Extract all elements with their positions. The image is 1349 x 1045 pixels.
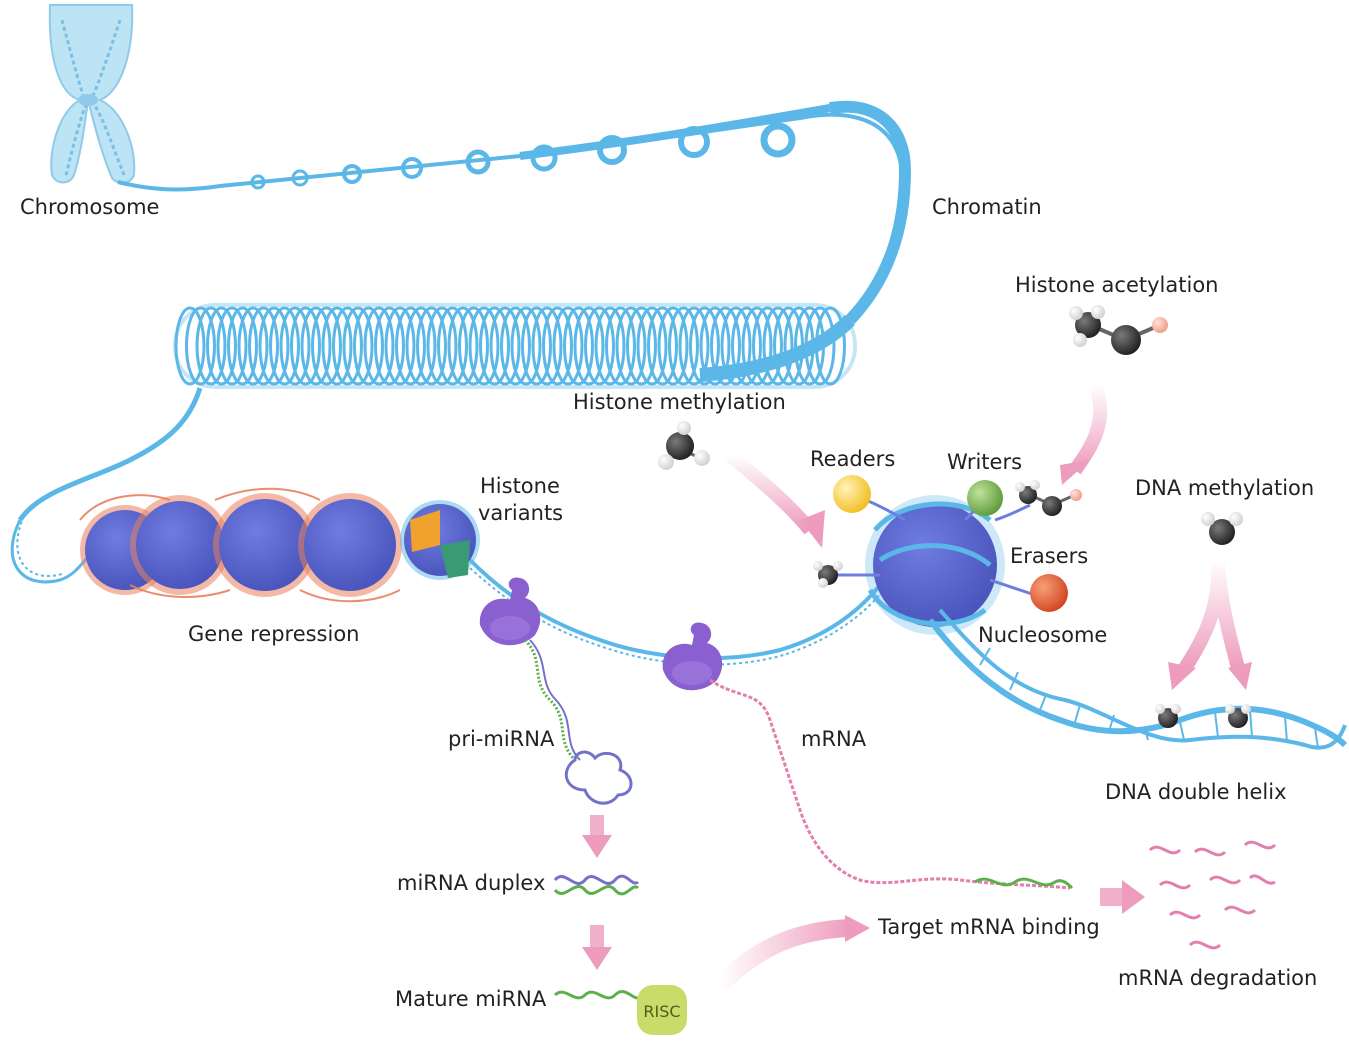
pri-mirna-strand xyxy=(523,638,633,805)
rna-polymerase-icon xyxy=(479,577,541,646)
chromatin-fiber xyxy=(117,100,912,325)
methyl-group-icon xyxy=(1201,512,1243,545)
nucleosome-icon xyxy=(213,493,317,597)
methyl-group-icon xyxy=(1155,704,1181,728)
arrows xyxy=(582,382,1252,992)
solenoid-coil xyxy=(17,303,857,522)
label-mature-mirna: Mature miRNA xyxy=(395,987,547,1011)
methyl-group-icon xyxy=(813,561,843,588)
mirna-duplex-strand xyxy=(553,874,640,896)
dna-double-helix xyxy=(927,608,1348,750)
label-histone-acetylation: Histone acetylation xyxy=(1015,273,1218,297)
chromosome-icon xyxy=(48,4,136,184)
risc-complex-icon: RISC xyxy=(637,985,687,1035)
label-chromatin: Chromatin xyxy=(932,195,1042,219)
methyl-group-icon xyxy=(1225,704,1251,728)
dna-left-link xyxy=(10,515,92,584)
label-dna-methylation: DNA methylation xyxy=(1135,476,1314,500)
active-nucleosome xyxy=(835,493,1036,635)
eraser-ball xyxy=(1030,574,1068,612)
histone-variant-nucleosome xyxy=(400,500,480,580)
label-histone-variants-2: variants xyxy=(478,501,563,525)
rna-polymerase-icon xyxy=(662,622,723,691)
mrna-fragments xyxy=(1148,840,1277,950)
mature-mirna-strand xyxy=(553,990,641,1000)
label-gene-repression: Gene repression xyxy=(188,622,360,646)
acetyl-group-icon xyxy=(1069,305,1168,355)
risc-label: RISC xyxy=(643,1002,680,1021)
label-chromosome: Chromosome xyxy=(20,195,159,219)
mrna-strand xyxy=(709,678,1074,890)
reader-ball xyxy=(833,475,871,513)
label-mrna: mRNA xyxy=(801,727,867,751)
label-pri-mirna: pri-miRNA xyxy=(448,727,555,751)
nucleosome-icon xyxy=(298,493,402,597)
label-histone-variants-1: Histone xyxy=(480,474,560,498)
label-histone-methylation: Histone methylation xyxy=(573,390,786,414)
methyl-group-icon xyxy=(658,421,710,470)
label-dna-double-helix: DNA double helix xyxy=(1105,780,1287,804)
label-mrna-degradation: mRNA degradation xyxy=(1118,966,1317,990)
label-nucleosome: Nucleosome xyxy=(978,623,1107,647)
acetyl-group-icon xyxy=(1015,480,1082,516)
label-writers: Writers xyxy=(947,450,1022,474)
repressed-nucleosomes xyxy=(79,487,480,603)
label-erasers: Erasers xyxy=(1010,544,1088,568)
nucleosome-icon xyxy=(130,495,230,595)
label-target-mrna-binding: Target mRNA binding xyxy=(877,915,1100,939)
label-mirna-duplex: miRNA duplex xyxy=(397,871,545,895)
writer-ball xyxy=(967,480,1003,516)
label-readers: Readers xyxy=(810,447,895,471)
